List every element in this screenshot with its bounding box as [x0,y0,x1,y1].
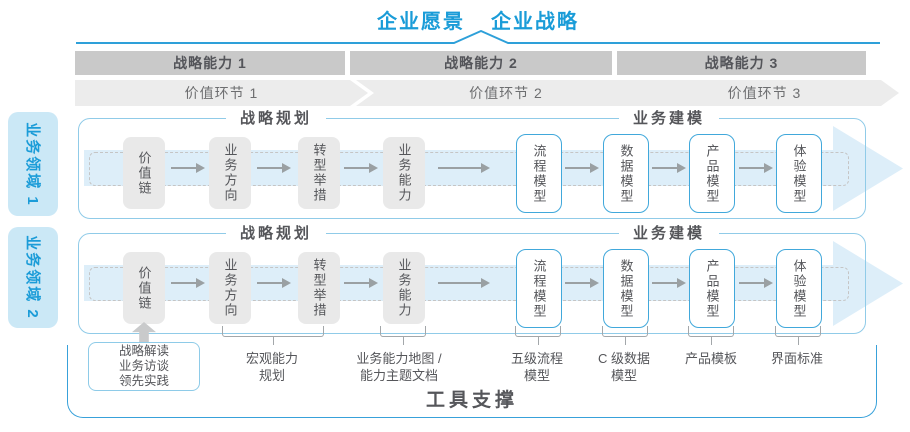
annotation-line: C 级数据 [597,351,650,366]
domain-label-1-text: 业务领域 1 [23,121,41,207]
arrow-icon [344,163,378,173]
value-link-1: 价值环节 1 [75,80,368,106]
stage-box-label: 转型举措 [311,258,327,318]
capability-bar-row: 战略能力 1 战略能力 2 战略能力 3 [75,51,866,75]
arrow-icon [257,278,291,288]
stage-box-experience-model: 体验模型 [776,134,822,213]
stage-box-label: 体验模型 [791,258,807,319]
section-label-modeling-2: 业务建模 [618,223,720,245]
arrow-icon [739,278,773,288]
value-link-2: 价值环节 2 [356,80,642,106]
arrow-icon [257,163,291,173]
annotation-line: 能力主题文档 [359,367,438,383]
stage-box-data-model: 数据模型 [603,249,649,328]
stage-box-label: 业务能力 [396,143,412,203]
annotation-line: 规划 [258,367,285,383]
stage-box-label: 数据模型 [618,143,634,204]
stage-box-label: 业务方向 [222,258,238,318]
annotation-data-model: C 级数据 模型 [549,351,699,385]
practice-line-2: 业务访谈 [118,359,169,373]
annotation-process-model: 五级流程 模型 [462,351,612,385]
vision-title: 企业愿景 [377,11,465,33]
annotation-macro-capability: 宏观能力 规划 [197,351,347,385]
stage-box-label: 转型举措 [311,143,327,203]
annotation-line: 业务能力地图 / [356,351,442,366]
brace-process-model [515,326,561,345]
arrow-icon [565,163,599,173]
stage-box-business-capability: 业务能力 [383,252,425,324]
stage-box-label: 业务方向 [222,143,238,203]
business-domain-lane-2: 战略规划 业务建模 价值链 业务方向 转型举措 业务能力 流程模型 数据模型 产… [78,223,866,334]
value-link-row: 价值环节 1 价值环节 2 价值环节 3 [75,80,885,106]
arrow-icon [438,278,490,288]
stage-box-experience-model: 体验模型 [776,249,822,328]
stage-box-data-model: 数据模型 [603,134,649,213]
stage-box-label: 价值链 [136,265,152,311]
stage-box-label: 体验模型 [791,143,807,204]
arrow-icon [739,163,773,173]
practice-note-box: 战略解读 业务访谈 领先实践 [88,342,200,391]
capability-bar-1: 战略能力 1 [75,51,345,75]
brace-capability-map [380,326,426,345]
annotation-line: 界面标准 [770,351,823,366]
practice-line-3: 领先实践 [118,374,169,388]
arrow-icon [565,278,599,288]
annotation-line: 宏观能力 [245,351,298,366]
annotation-capability-map: 业务能力地图 / 能力主题文档 [324,351,474,385]
stage-box-label: 价值链 [136,150,152,196]
annotation-line: 五级流程 [510,351,563,366]
tool-support-container: 工具支撑 [67,345,877,418]
stage-box-label: 数据模型 [618,258,634,319]
brace-macro-capability [222,326,324,345]
stage-box-business-direction: 业务方向 [209,252,251,324]
stage-box-business-capability: 业务能力 [383,137,425,209]
stage-box-process-model: 流程模型 [516,249,562,328]
arrow-icon [652,163,686,173]
stage-box-business-direction: 业务方向 [209,137,251,209]
section-label-modeling-1: 业务建模 [618,108,720,130]
section-label-planning-1: 战略规划 [225,108,327,130]
tool-support-label: 工具支撑 [425,390,518,411]
capability-bar-2: 战略能力 2 [350,51,612,75]
strategy-title: 企业战略 [491,11,579,33]
section-label-planning-2: 战略规划 [225,223,327,245]
arrow-icon [344,278,378,288]
annotation-line: 模型 [610,367,637,383]
stage-box-label: 产品模型 [704,258,720,319]
capability-bar-3: 战略能力 3 [617,51,866,75]
title-row: 企业愿景 企业战略 [75,5,881,34]
caret-line [76,30,880,44]
dashed-track-2 [89,267,849,301]
practice-line-1: 战略解读 [118,344,169,358]
stage-box-transformation: 转型举措 [298,137,340,209]
brace-product-template [688,326,734,345]
stage-box-label: 业务能力 [396,258,412,318]
value-link-3: 价值环节 3 [616,80,899,106]
annotation-line: 产品模板 [684,351,737,366]
stage-box-label: 流程模型 [531,258,547,319]
arrow-icon [171,163,205,173]
business-domain-lane-1: 战略规划 业务建模 价值链 业务方向 转型举措 业务能力 流程模型 数据模型 产… [78,108,866,219]
domain-label-1: 业务领域 1 [8,112,58,216]
arrow-icon [438,163,490,173]
annotation-ui-standard: 界面标准 [722,351,872,368]
arrow-icon [171,278,205,288]
stage-box-label: 产品模型 [704,143,720,204]
annotation-line: 模型 [523,367,550,383]
stage-box-value-chain: 价值链 [123,137,165,209]
arrow-icon [652,278,686,288]
domain-label-2: 业务领域 2 [8,227,58,328]
stage-box-product-model: 产品模型 [689,134,735,213]
stage-box-value-chain: 价值链 [123,252,165,324]
brace-ui-standard [775,326,821,345]
stage-box-label: 流程模型 [531,143,547,204]
stage-box-product-model: 产品模型 [689,249,735,328]
brace-data-model [602,326,648,345]
domain-label-2-text: 业务领域 2 [23,235,41,320]
annotation-product-template: 产品模板 [636,351,786,368]
stage-box-transformation: 转型举措 [298,252,340,324]
stage-box-process-model: 流程模型 [516,134,562,213]
dashed-track-1 [89,152,849,186]
